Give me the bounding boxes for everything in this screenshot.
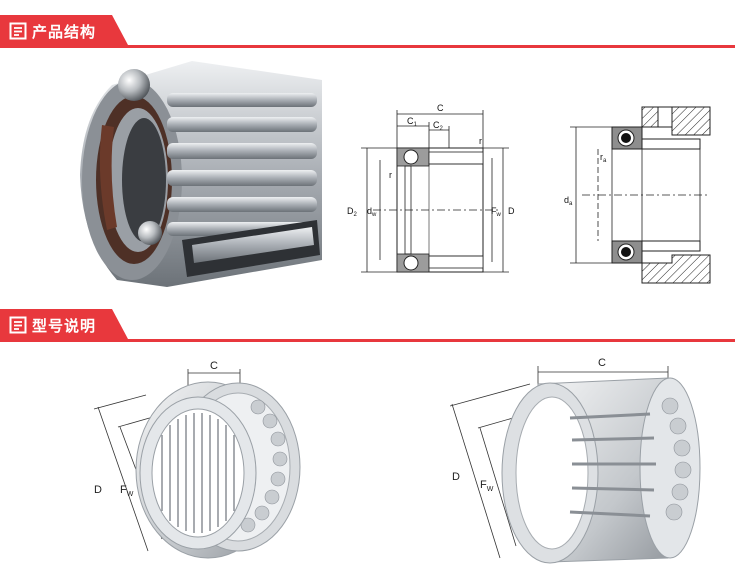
dim-label-c: C (598, 357, 606, 369)
dim-label-d: D (452, 471, 460, 483)
bearing-dimension-illustration-left: C D FW (93, 360, 301, 559)
bearing-dimension-illustration-right: C D FW (450, 357, 701, 564)
ball-element (138, 221, 162, 245)
label-fw: Fw (491, 206, 502, 218)
section-body (396, 147, 484, 273)
label-r-left: r (389, 170, 392, 180)
label-c1: C1 (407, 116, 418, 128)
label-c: C (437, 103, 444, 113)
needle-rollers (569, 412, 656, 518)
dim-label-d: D (94, 484, 102, 496)
section-divider (0, 339, 735, 342)
label-ra: ra (600, 152, 607, 164)
section-header-product-structure: 产品结构 (0, 15, 735, 49)
section-header-model-description: 型号说明 (0, 309, 735, 343)
section-title: 产品结构 (32, 23, 97, 41)
section-divider (0, 45, 735, 48)
bearing-cutaway-illustration (72, 55, 334, 295)
document-icon (9, 22, 27, 40)
dim-label-fw: FW (480, 479, 494, 493)
label-d: D (508, 206, 515, 216)
label-dw: dw (367, 206, 377, 218)
label-da: da (564, 195, 573, 207)
dim-label-c: C (210, 360, 218, 372)
section-tab (0, 15, 128, 45)
section-tab (0, 309, 128, 339)
needle-rollers (167, 93, 317, 236)
dim-label-fw: FW (120, 484, 134, 498)
label-r-top: r (479, 136, 482, 146)
bearing-mounting-drawing: ra da (564, 106, 711, 284)
label-d2: D2 (347, 206, 358, 218)
document-icon (9, 316, 27, 334)
ball-element (118, 69, 150, 101)
needle-rollers (161, 413, 235, 533)
ball-row (661, 397, 692, 521)
section-title: 型号说明 (32, 317, 97, 335)
ball-row (240, 399, 288, 533)
bearing-cross-section-drawing: C C1 C2 r r D2 dw Fw D (347, 103, 515, 273)
label-c2: C2 (433, 120, 444, 132)
